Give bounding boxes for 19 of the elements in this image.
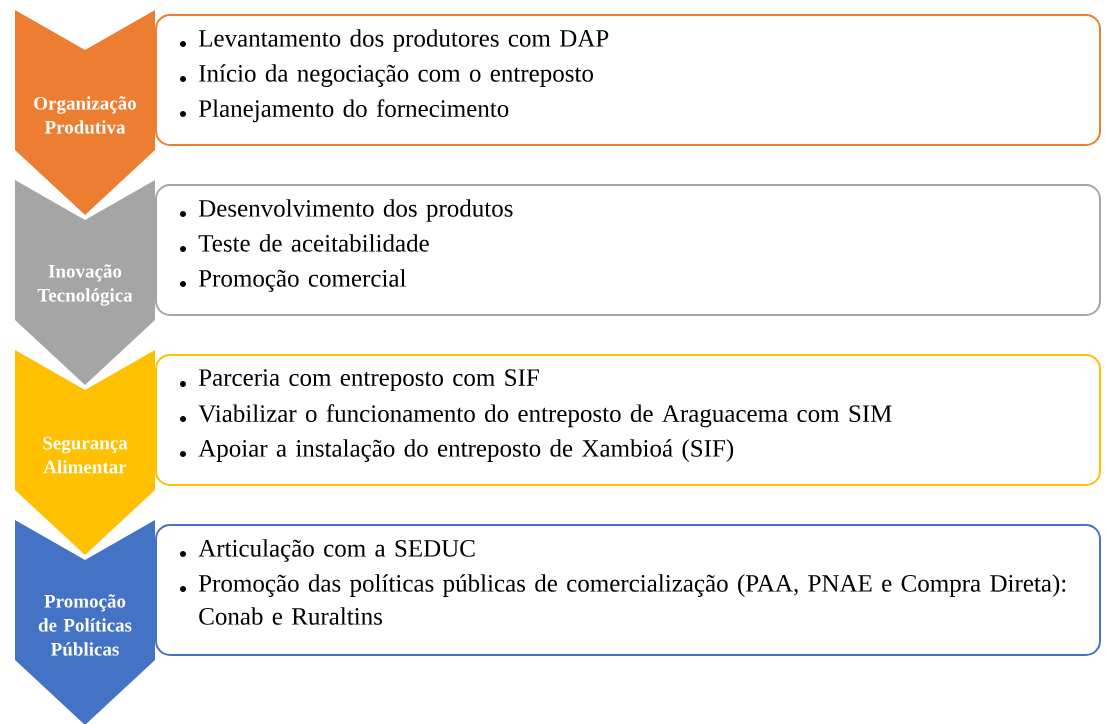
bullet-text: Parceria com entreposto com SIF	[198, 369, 539, 392]
bullet-text: Teste de aceitabilidade	[198, 234, 429, 252]
text-box	[155, 354, 1101, 486]
text-box	[155, 524, 1101, 656]
chevron-label: Segurança Alimentar	[15, 350, 155, 555]
bullet-text: Início da negociação com o entreposto	[199, 64, 593, 87]
chevron-label: Promoção de Políticas Públicas	[15, 520, 155, 724]
text-box	[155, 184, 1101, 316]
bullet-text: Articulação com a SEDUC	[198, 539, 475, 562]
text-box	[155, 14, 1101, 146]
bullet-text: Promoção das políticas públicas de comercialização (PAA, PNAE e Compra Direta): Conab e Ruraltins	[198, 574, 1066, 625]
bullet-text: Desenvolvimento dos produtos	[198, 199, 513, 222]
bullet-text: Promoção comercial	[198, 269, 406, 292]
chevron-label: Organização Produtiva	[15, 10, 155, 215]
chevron-label: Inovação Tecnológica	[15, 180, 155, 385]
bullet-text: Apoiar a instalação do entreposto de Xambioá (SIF)	[198, 439, 734, 462]
bullet-text: Planejamento do fornecimento	[198, 99, 509, 123]
bullet-text: Levantamento dos produtores com DAP	[198, 29, 609, 52]
bullet-text: Viabilizar o funcionamento do entreposto de Araguacema com SIM	[198, 404, 892, 428]
